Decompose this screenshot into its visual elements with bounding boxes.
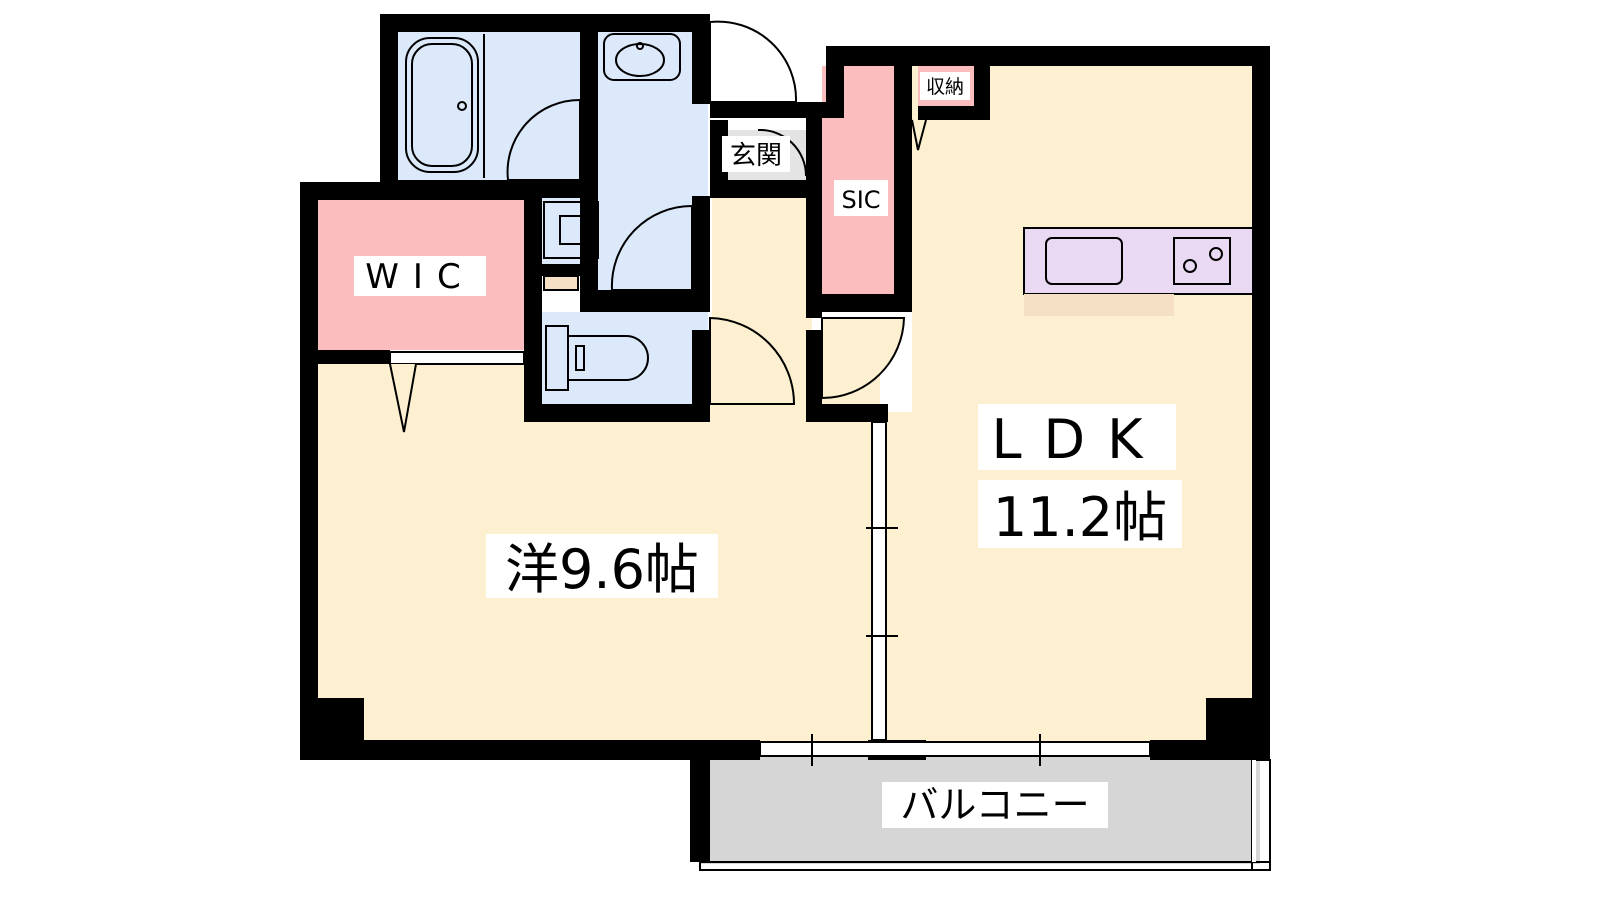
stove-icon xyxy=(1173,237,1231,285)
ldk-size-label: 11.2帖 xyxy=(993,486,1167,549)
washing-machine-icon xyxy=(543,201,599,259)
ldk-name-label: LDK xyxy=(991,408,1164,471)
fixtures xyxy=(405,33,681,391)
sic-label: SIC xyxy=(841,186,880,214)
toilet-floor xyxy=(542,312,708,406)
kitchen-backsplash xyxy=(1024,294,1174,316)
bathtub-icon xyxy=(405,37,479,173)
entrance-label: 玄関 xyxy=(730,141,782,171)
room-labels: WIC SIC 収納 玄関 洋9.6帖 LDK 11.2帖 バルコニー xyxy=(354,72,1182,828)
kitchen-sink xyxy=(1045,237,1123,285)
storage-label: 収納 xyxy=(926,76,964,98)
door-swings xyxy=(389,20,927,433)
western-room-label: 洋9.6帖 xyxy=(505,538,699,601)
balcony-label: バルコニー xyxy=(900,783,1089,827)
wic-label: WIC xyxy=(365,257,474,297)
sliding-partition xyxy=(389,351,1151,766)
washbasin-icon xyxy=(603,33,681,81)
